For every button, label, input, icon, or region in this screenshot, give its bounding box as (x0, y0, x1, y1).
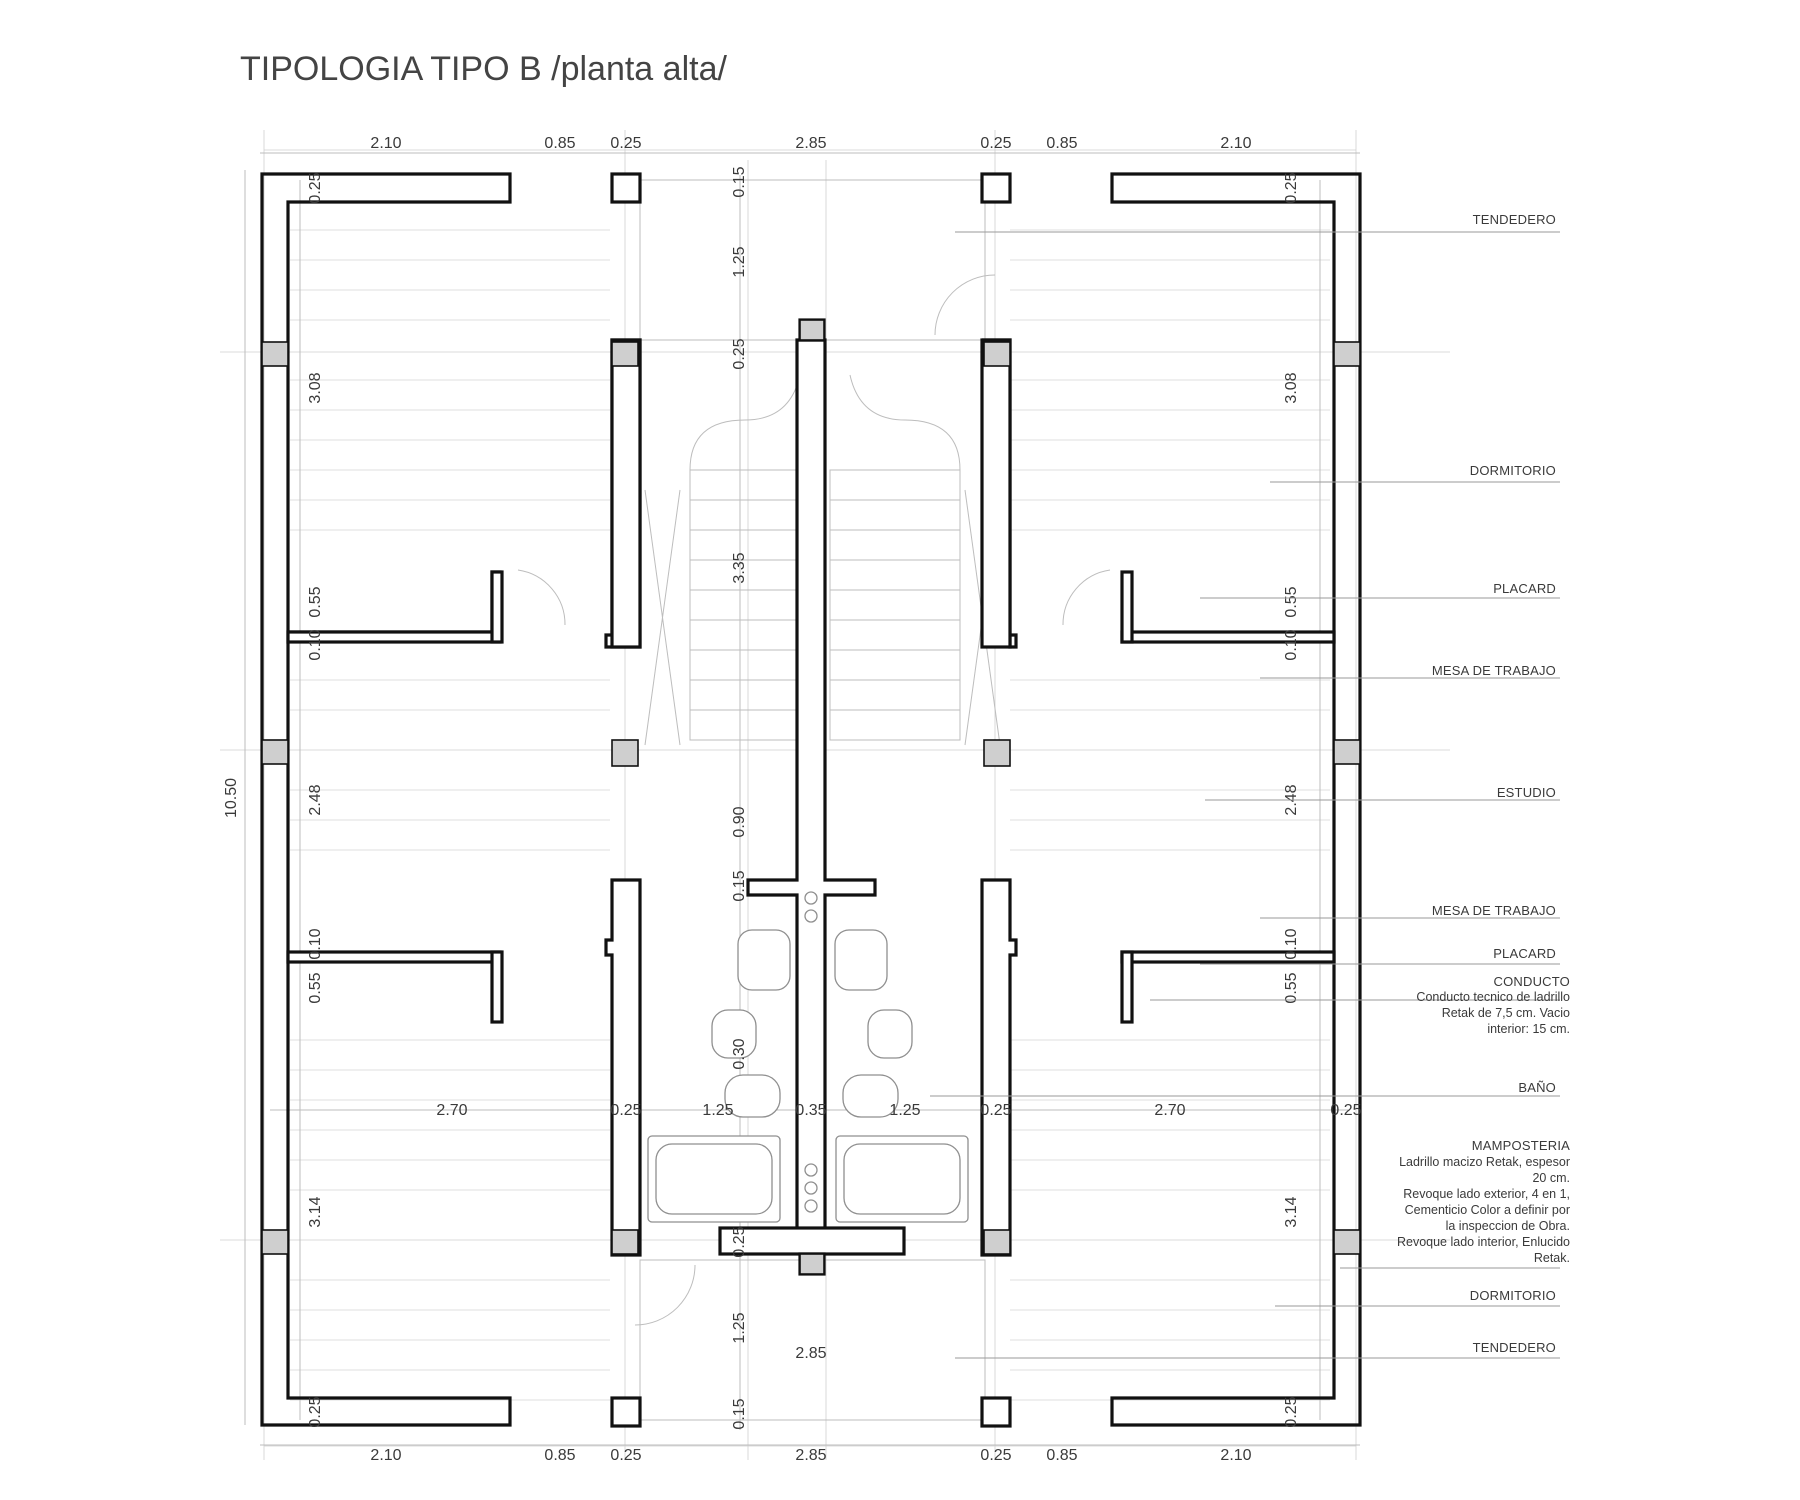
dim-bath-7: 2.70 (1154, 1102, 1185, 1119)
dim-center-7: 0.30 (731, 1038, 748, 1069)
mamposteria-line-5: la inspeccion de Obra. (1446, 1219, 1570, 1233)
mamposteria-line-7: Retak. (1534, 1251, 1570, 1265)
dim-right-4: 0.10 (1283, 629, 1300, 660)
dim-left-3: 0.55 (307, 586, 324, 617)
dim-center-9: 1.25 (731, 1312, 748, 1343)
walls (260, 172, 1362, 1428)
mamposteria-line-2: 20 cm. (1532, 1171, 1570, 1185)
dim-top-7: 2.10 (1220, 135, 1251, 152)
dim-top-5: 0.25 (980, 135, 1011, 152)
dim-left-8: 3.14 (307, 1196, 324, 1227)
dim-right-2: 3.08 (1283, 372, 1300, 403)
dim-bath-4: 0.35 (795, 1102, 826, 1119)
dim-right-9: 0.25 (1283, 1396, 1300, 1427)
label-tendedero-top: TENDEDERO (1473, 212, 1556, 227)
dim-bottom-7: 2.10 (1220, 1447, 1251, 1464)
dim-bottom-1: 2.10 (370, 1447, 401, 1464)
dim-center-4: 3.35 (731, 552, 748, 583)
dim-bath-8: 0.25 (1330, 1102, 1361, 1119)
dim-top-2: 0.85 (544, 135, 575, 152)
dim-center-5: 0.90 (731, 806, 748, 837)
dim-center-2: 1.25 (731, 246, 748, 277)
dim-right-3: 0.55 (1283, 586, 1300, 617)
dim-right-7: 0.55 (1283, 972, 1300, 1003)
dim-overall-height: 10.50 (223, 778, 240, 818)
dim-center-6: 0.15 (731, 870, 748, 901)
dim-bottom-5: 0.25 (980, 1447, 1011, 1464)
label-placard-bottom: PLACARD (1493, 946, 1556, 961)
dim-bottom-6: 0.85 (1046, 1447, 1077, 1464)
mamposteria-line-6: Revoque lado interior, Enlucido (1397, 1235, 1570, 1249)
label-mesa-top: MESA DE TRABAJO (1432, 663, 1556, 678)
dimension-texts: 2.10 0.85 0.25 2.85 0.25 0.85 2.10 2.10 … (223, 135, 1362, 1464)
dim-top-4: 2.85 (795, 135, 826, 152)
conducto-line-1: Conducto tecnico de ladrillo (1416, 990, 1570, 1004)
label-mesa-bottom: MESA DE TRABAJO (1432, 903, 1556, 918)
dim-rear-width: 2.85 (795, 1345, 826, 1362)
dim-right-8: 3.14 (1283, 1196, 1300, 1227)
label-conducto: CONDUCTO (1494, 974, 1570, 989)
dim-left-1: 0.25 (307, 172, 324, 203)
stairs (517, 179, 1111, 1421)
dim-bath-6: 0.25 (980, 1102, 1011, 1119)
label-dormitorio-top: DORMITORIO (1470, 463, 1556, 478)
label-mamposteria: MAMPOSTERIA (1472, 1138, 1570, 1153)
dim-center-1: 0.15 (731, 166, 748, 197)
dim-bottom-3: 0.25 (610, 1447, 641, 1464)
dim-bath-5: 1.25 (889, 1102, 920, 1119)
label-placard-top: PLACARD (1493, 581, 1556, 596)
dim-right-6: 0.10 (1283, 928, 1300, 959)
page-title: TIPOLOGIA TIPO B /planta alta/ (240, 50, 727, 88)
conducto-line-2: Retak de 7,5 cm. Vacio (1442, 1006, 1570, 1020)
dim-bath-3: 1.25 (702, 1102, 733, 1119)
dim-bath-2: 0.25 (610, 1102, 641, 1119)
dim-left-2: 3.08 (307, 372, 324, 403)
dim-bath-1: 2.70 (436, 1102, 467, 1119)
dim-center-8: 0.25 (731, 1226, 748, 1257)
label-estudio: ESTUDIO (1497, 785, 1556, 800)
label-dormitorio-bottom: DORMITORIO (1470, 1288, 1556, 1303)
mamposteria-line-4: Cementicio Color a definir por (1405, 1203, 1570, 1217)
dim-center-3: 0.25 (731, 338, 748, 369)
dim-left-7: 0.55 (307, 972, 324, 1003)
dim-top-6: 0.85 (1046, 135, 1077, 152)
dim-left-6: 0.10 (307, 928, 324, 959)
mamposteria-line-1: Ladrillo macizo Retak, espesor (1399, 1155, 1570, 1169)
dim-top-1: 2.10 (370, 135, 401, 152)
dim-right-1: 0.25 (1283, 172, 1300, 203)
dim-center-10: 0.15 (731, 1398, 748, 1429)
label-tendedero-bottom: TENDEDERO (1473, 1340, 1556, 1355)
dim-bottom-2: 0.85 (544, 1447, 575, 1464)
columns (261, 319, 1361, 1275)
label-leaders (930, 231, 1560, 1359)
mamposteria-line-3: Revoque lado exterior, 4 en 1, (1403, 1187, 1570, 1201)
dim-left-9: 0.25 (307, 1396, 324, 1427)
dim-bottom-4: 2.85 (795, 1447, 826, 1464)
dim-left-5: 2.48 (307, 784, 324, 815)
label-bano: BAÑO (1518, 1080, 1556, 1095)
dim-left-4: 0.10 (307, 629, 324, 660)
room-labels: TENDEDERO DORMITORIO PLACARD MESA DE TRA… (1397, 212, 1570, 1355)
bathroom-fixtures (647, 891, 969, 1223)
conducto-line-3: interior: 15 cm. (1487, 1022, 1570, 1036)
dim-top-3: 0.25 (610, 135, 641, 152)
